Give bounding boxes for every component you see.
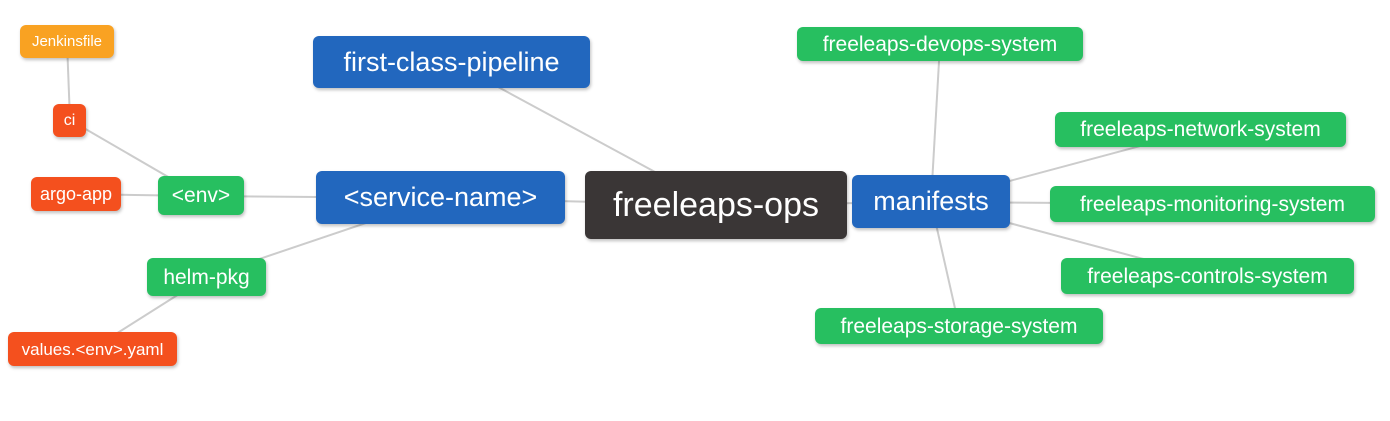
node-values-env-yaml[interactable]: values.<env>.yaml — [8, 332, 177, 366]
node-service-name[interactable]: <service-name> — [316, 171, 565, 224]
node-freeleaps-ops-root[interactable]: freeleaps-ops — [585, 171, 847, 239]
node-ci[interactable]: ci — [53, 104, 86, 137]
node-manifests[interactable]: manifests — [852, 175, 1010, 228]
node-env[interactable]: <env> — [158, 176, 244, 215]
node-storage-system[interactable]: freeleaps-storage-system — [815, 308, 1103, 344]
node-first-class-pipeline[interactable]: first-class-pipeline — [313, 36, 590, 88]
node-devops-system[interactable]: freeleaps-devops-system — [797, 27, 1083, 61]
node-monitoring-system[interactable]: freeleaps-monitoring-system — [1050, 186, 1375, 222]
node-jenkinsfile[interactable]: Jenkinsfile — [20, 25, 114, 58]
node-argo-app[interactable]: argo-app — [31, 177, 121, 211]
node-helm-pkg[interactable]: helm-pkg — [147, 258, 266, 296]
node-controls-system[interactable]: freeleaps-controls-system — [1061, 258, 1354, 294]
node-network-system[interactable]: freeleaps-network-system — [1055, 112, 1346, 147]
